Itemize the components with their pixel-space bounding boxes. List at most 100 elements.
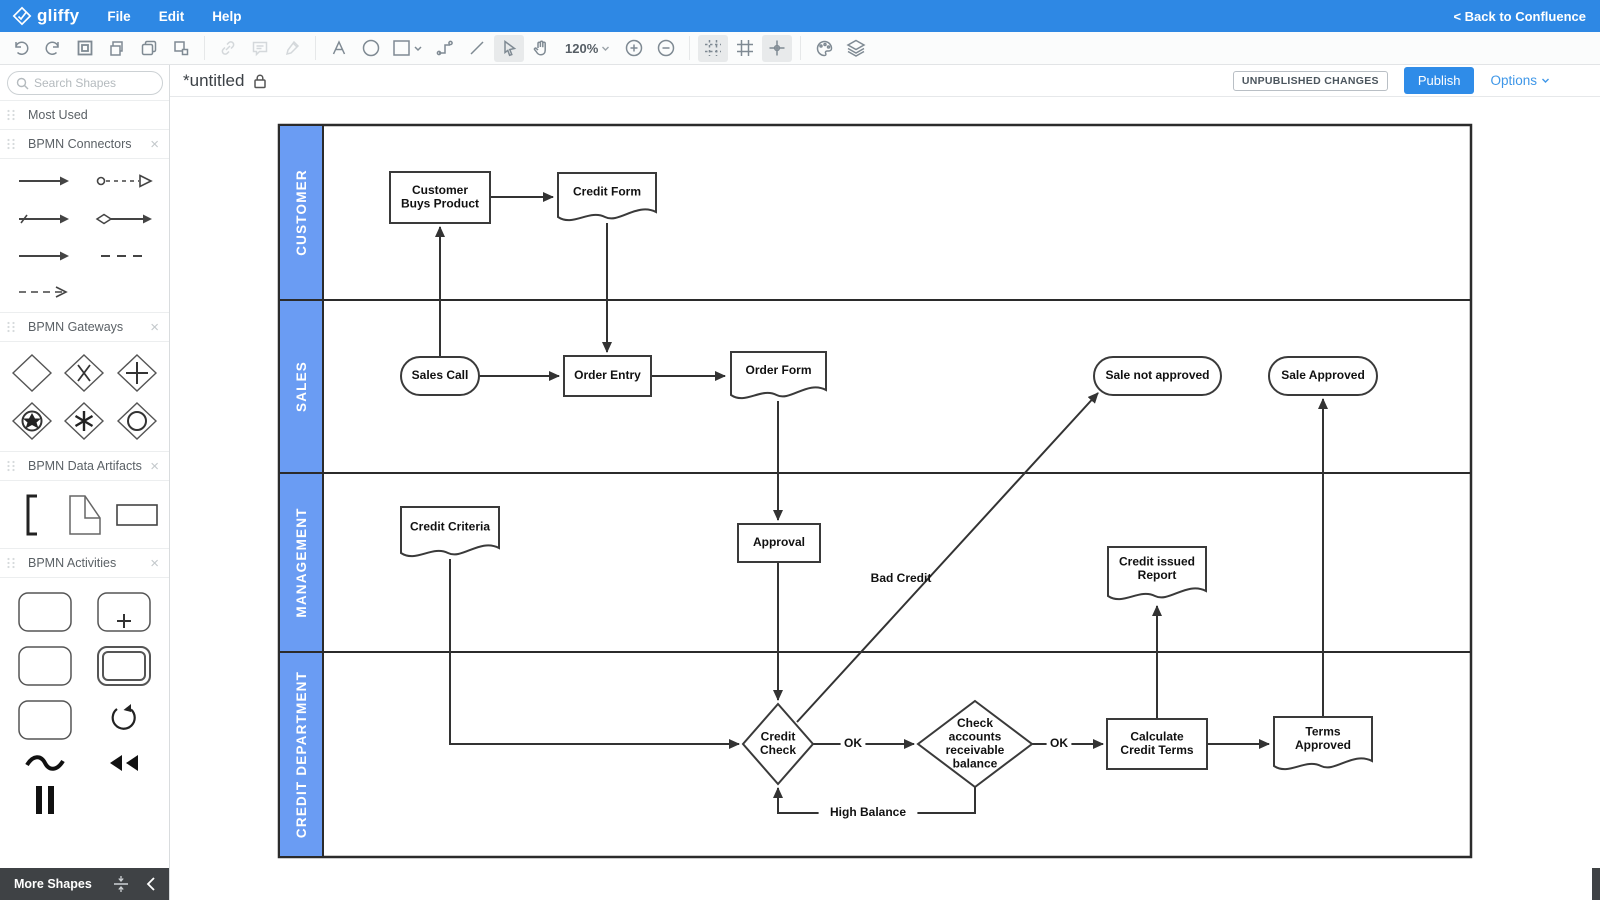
- node-sale-approved[interactable]: Sale Approved: [1268, 356, 1378, 396]
- rewind-marker[interactable]: [107, 753, 141, 773]
- shape-search-box[interactable]: [7, 71, 163, 95]
- zoom-out-icon[interactable]: [651, 35, 681, 62]
- section-bpmn-gateways[interactable]: BPMN Gateways ×: [0, 312, 169, 342]
- section-title: BPMN Gateways: [28, 320, 124, 334]
- zoom-in-icon[interactable]: [619, 35, 649, 62]
- menu-edit[interactable]: Edit: [158, 8, 185, 24]
- task[interactable]: [16, 590, 74, 634]
- task-rounded[interactable]: [16, 698, 74, 742]
- grid-dashed-icon[interactable]: [698, 34, 729, 62]
- node-credit-criteria[interactable]: Credit Criteria: [400, 506, 500, 558]
- dashed-open-arrow[interactable]: [16, 285, 72, 299]
- lane-label: MANAGEMENT: [294, 507, 309, 617]
- options-dropdown[interactable]: Options: [1490, 73, 1550, 88]
- label-bg: [840, 735, 866, 753]
- search-input[interactable]: [34, 76, 149, 90]
- publish-button[interactable]: Publish: [1403, 67, 1475, 94]
- close-icon[interactable]: ×: [150, 457, 159, 475]
- subprocess-double[interactable]: [95, 644, 153, 688]
- menu-help[interactable]: Help: [212, 8, 242, 24]
- pan-hand-icon[interactable]: [526, 35, 556, 62]
- section-most-used[interactable]: Most Used: [0, 100, 169, 130]
- lane-header-management[interactable]: MANAGEMENT: [278, 472, 324, 653]
- directed-arrow[interactable]: [16, 249, 72, 263]
- connector-tool-icon[interactable]: [430, 35, 460, 62]
- node-sale-not-approved[interactable]: Sale not approved: [1093, 356, 1222, 396]
- annotation-rect[interactable]: [114, 502, 160, 528]
- grid-icon[interactable]: [730, 35, 760, 62]
- group-bracket[interactable]: [22, 493, 42, 537]
- chevron-left-icon[interactable]: [145, 876, 156, 892]
- dashed-line[interactable]: [97, 249, 153, 263]
- loop-marker[interactable]: [107, 703, 141, 737]
- edge-bad-credit-flow[interactable]: [796, 392, 1099, 723]
- node-label: Sale not approved: [1105, 368, 1209, 382]
- node-label: Terms: [1305, 724, 1340, 738]
- section-bpmn-data-artifacts[interactable]: BPMN Data Artifacts ×: [0, 451, 169, 481]
- duplicate-icon[interactable]: [134, 35, 164, 62]
- more-shapes-bar[interactable]: More Shapes: [0, 868, 169, 900]
- close-icon[interactable]: ×: [150, 318, 159, 336]
- label-bg: [818, 804, 918, 822]
- menu-file[interactable]: File: [107, 8, 131, 24]
- publish-controls: UNPUBLISHED CHANGES Publish Options: [1232, 67, 1550, 94]
- node-label: Credit issued: [1119, 554, 1195, 568]
- pointer-tool-icon[interactable]: [494, 34, 524, 62]
- section-bpmn-activities[interactable]: BPMN Activities ×: [0, 548, 169, 578]
- undo-icon[interactable]: [6, 35, 36, 62]
- pause-marker[interactable]: [32, 784, 58, 814]
- redo-icon[interactable]: [38, 35, 68, 62]
- close-icon[interactable]: ×: [150, 554, 159, 572]
- lane-header-sales[interactable]: SALES: [278, 299, 324, 474]
- layers-icon[interactable]: [841, 35, 871, 62]
- sequence-flow-arrow[interactable]: [16, 174, 72, 188]
- rectangle-tool-icon[interactable]: [388, 35, 428, 62]
- line-tool-icon[interactable]: [462, 35, 492, 62]
- back-to-confluence-link[interactable]: < Back to Confluence: [1453, 8, 1586, 24]
- data-object[interactable]: [63, 493, 105, 537]
- message-flow-connector[interactable]: [95, 173, 155, 189]
- conditional-flow-arrow[interactable]: [16, 211, 72, 227]
- default-flow-arrow[interactable]: [95, 211, 155, 227]
- text-tool-icon[interactable]: [324, 35, 354, 62]
- gateway-event-circle[interactable]: [115, 400, 159, 442]
- node-sales-call[interactable]: Sales Call: [400, 356, 480, 396]
- zoom-level-control[interactable]: 120%: [565, 41, 610, 56]
- theme-icon[interactable]: [809, 35, 839, 62]
- node-label: Approval: [753, 535, 805, 549]
- toolbar-separator: [204, 36, 205, 60]
- collapse-panels-icon[interactable]: [111, 875, 131, 893]
- gateway-plain[interactable]: [10, 352, 54, 394]
- gateway-exclusive-x[interactable]: [62, 352, 106, 394]
- task-plain[interactable]: [16, 644, 74, 688]
- lane-header-customer[interactable]: CUSTOMER: [278, 124, 324, 301]
- section-bpmn-connectors[interactable]: BPMN Connectors ×: [0, 129, 169, 159]
- gateway-parallel-plus[interactable]: [115, 352, 159, 394]
- edge-creditcriteria-to-creditcheck[interactable]: [449, 559, 740, 749]
- node-order-form[interactable]: Order Form: [730, 351, 827, 400]
- process-pool[interactable]: [277, 123, 1473, 859]
- node-label: balance: [953, 756, 998, 770]
- copy-icon[interactable]: [102, 35, 132, 62]
- task-plus[interactable]: [95, 590, 153, 634]
- node-credit-form[interactable]: Credit Form: [557, 172, 657, 222]
- ungroup-icon[interactable]: [166, 35, 196, 62]
- snap-icon[interactable]: [762, 34, 793, 62]
- ellipse-tool-icon[interactable]: [356, 35, 386, 62]
- node-approval[interactable]: Approval: [737, 523, 821, 563]
- gateway-complex-star[interactable]: [10, 400, 54, 442]
- group-icon[interactable]: [70, 35, 100, 62]
- node-order-entry[interactable]: Order Entry: [563, 355, 652, 397]
- gateway-inclusive-asterisk[interactable]: [62, 400, 106, 442]
- tilde-marker[interactable]: [23, 752, 67, 774]
- close-icon[interactable]: ×: [150, 135, 159, 153]
- lane-header-credit[interactable]: CREDIT DEPARTMENT: [278, 651, 324, 858]
- app-menu: File Edit Help: [107, 9, 241, 24]
